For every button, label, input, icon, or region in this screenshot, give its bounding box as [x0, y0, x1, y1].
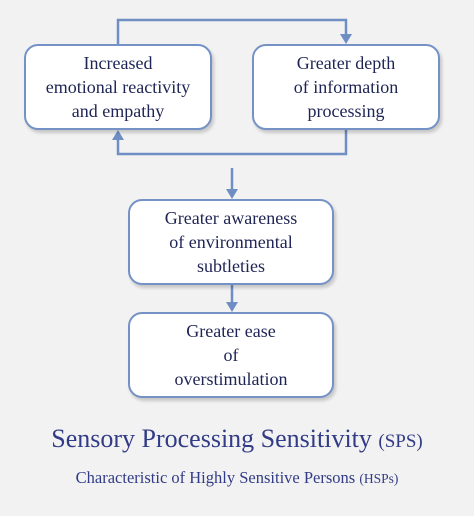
- emotional-reactivity-box: Increased emotional reactivity and empat…: [24, 44, 212, 130]
- loop-bottom-connector: [116, 130, 348, 156]
- subtitle-abbreviation: (HSPs): [359, 471, 399, 486]
- arrowhead-ease: [226, 302, 238, 312]
- overstimulation-box: Greater ease of overstimulation: [128, 312, 334, 398]
- arrowhead-left-box: [112, 130, 124, 140]
- information-depth-box: Greater depth of information processing: [252, 44, 440, 130]
- diagram-title: Sensory Processing Sensitivity (SPS): [0, 424, 474, 454]
- loop-top-connector: [116, 18, 348, 44]
- diagram-subtitle: Characteristic of Highly Sensitive Perso…: [0, 468, 474, 488]
- arrowhead-awareness: [226, 189, 238, 199]
- title-text: Sensory Processing Sensitivity: [51, 424, 372, 453]
- environmental-awareness-box: Greater awareness of environmental subtl…: [128, 199, 334, 285]
- title-abbreviation: (SPS): [378, 431, 423, 452]
- arrowhead-right-box: [340, 34, 352, 44]
- subtitle-text: Characteristic of Highly Sensitive Perso…: [75, 468, 356, 487]
